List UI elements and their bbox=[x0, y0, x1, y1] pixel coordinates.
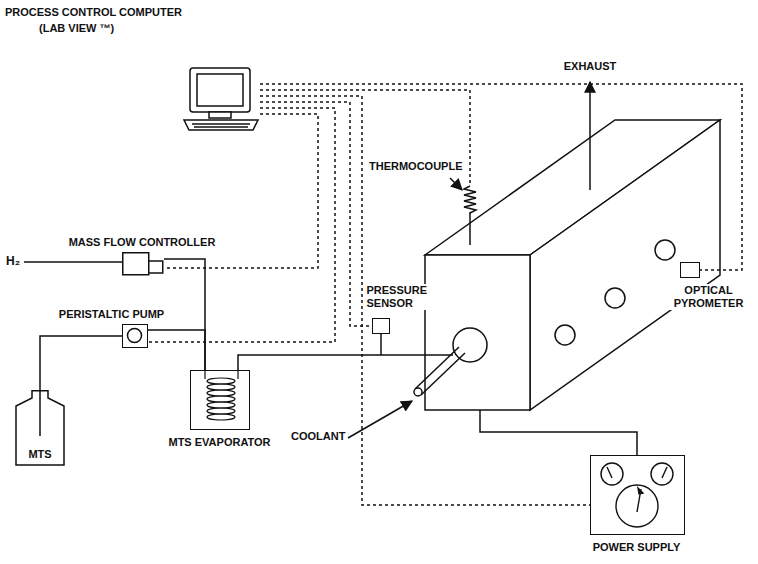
viewport bbox=[655, 240, 675, 260]
pyrometer-box: OPTICAL PYROMETER bbox=[680, 262, 700, 278]
part-label: THERMOCOUPLE bbox=[368, 160, 464, 173]
vapor-feed-line bbox=[238, 355, 453, 370]
power-cable bbox=[480, 410, 637, 455]
part-label: COOLANT bbox=[290, 430, 346, 443]
signal-line bbox=[260, 102, 372, 326]
reservoir-node: MTS bbox=[14, 390, 66, 466]
coolant-pipe bbox=[421, 353, 465, 395]
power-supply-box: POWER SUPPLY bbox=[590, 455, 685, 535]
front-port bbox=[453, 328, 487, 362]
computer-drawing bbox=[182, 66, 260, 132]
thermocouple-probe bbox=[469, 212, 471, 245]
node-label: MASS FLOW CONTROLLER bbox=[68, 236, 217, 249]
node-label: PRESSURE SENSOR bbox=[366, 284, 448, 310]
coolant-pipe bbox=[415, 347, 459, 389]
node-label: MTS bbox=[27, 448, 52, 461]
signal-line bbox=[260, 84, 742, 270]
part-label: EXHAUST bbox=[563, 60, 618, 73]
pump-box: PERISTALTIC PUMP bbox=[122, 324, 148, 348]
signal-line bbox=[260, 96, 590, 505]
pressure-sensor-box: PRESSURE SENSOR bbox=[372, 318, 390, 334]
node-label: PROCESS CONTROL COMPUTER bbox=[4, 6, 183, 19]
coolant-arrow bbox=[348, 401, 412, 438]
viewport bbox=[605, 288, 625, 308]
power-supply-dials bbox=[591, 456, 683, 533]
coolant-pipe-end bbox=[414, 388, 422, 396]
reactor-side-face bbox=[530, 120, 720, 410]
reactor-front-face bbox=[425, 255, 530, 410]
node-label: POWER SUPPLY bbox=[592, 541, 682, 554]
node-label: (LAB VIEW ™) bbox=[38, 22, 115, 35]
viewport bbox=[555, 325, 575, 345]
leader-arrow bbox=[450, 178, 462, 190]
feed-line bbox=[148, 330, 205, 370]
mass-flow-controller-drawing bbox=[122, 252, 164, 276]
node-label: OPTICAL PYROMETER bbox=[662, 284, 756, 310]
pump-rotor bbox=[123, 325, 147, 347]
flow-controller-node: MASS FLOW CONTROLLER bbox=[122, 252, 164, 276]
node-label: MTS EVAPORATOR bbox=[167, 436, 271, 449]
evaporator-coil bbox=[191, 371, 248, 428]
feed-line bbox=[164, 259, 205, 370]
gas-label: H₂ bbox=[5, 254, 21, 269]
thermocouple-coil bbox=[464, 186, 476, 213]
feed-line bbox=[40, 336, 122, 390]
node-label: PERISTALTIC PUMP bbox=[58, 308, 165, 321]
thermocouple-signal-line bbox=[260, 90, 470, 186]
exhaust-arrow bbox=[589, 82, 591, 190]
pressure-tap bbox=[380, 334, 382, 355]
hydrogen-feed-line bbox=[24, 261, 122, 263]
computer-node: PROCESS CONTROL COMPUTER(LAB VIEW ™) bbox=[182, 66, 260, 132]
evaporator-box: MTS EVAPORATOR bbox=[190, 370, 250, 430]
signal-line bbox=[148, 108, 335, 342]
